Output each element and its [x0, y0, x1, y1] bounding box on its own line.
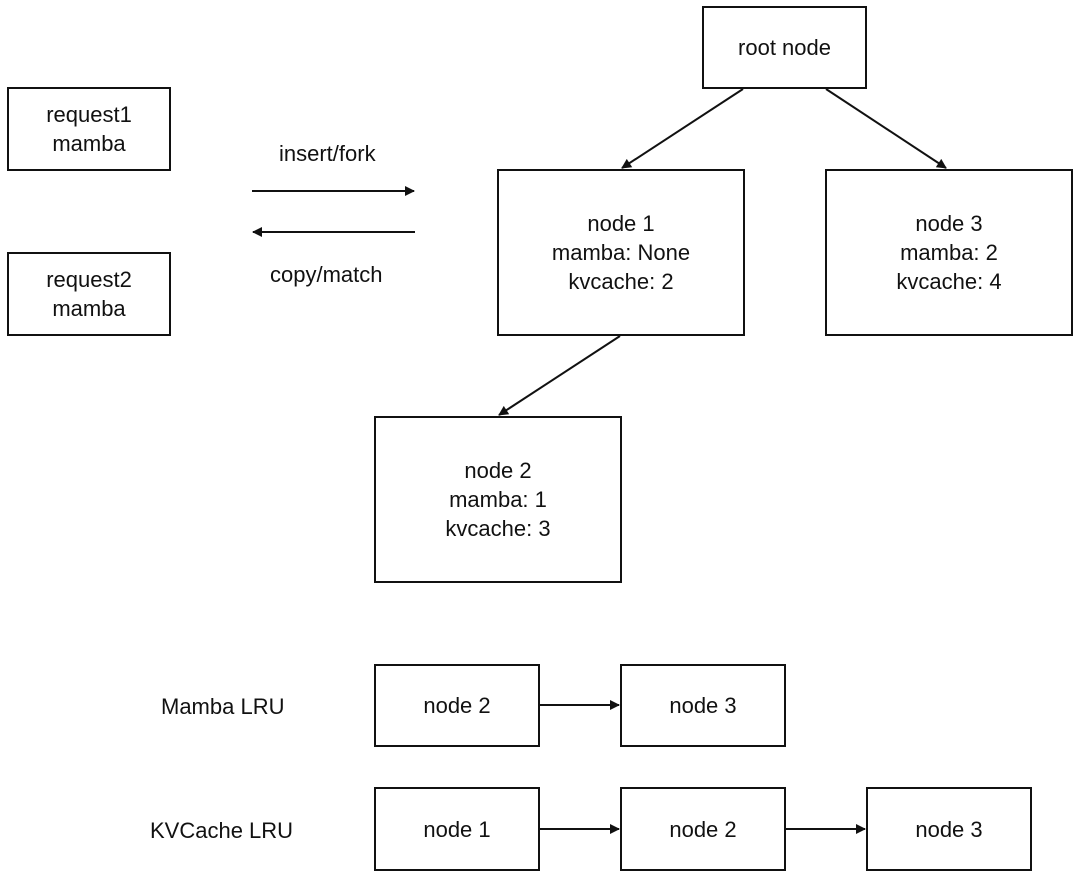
mamba-lru-item-label: node 2	[423, 693, 491, 718]
request2-state: mamba	[52, 296, 126, 321]
root-node: root node	[702, 6, 867, 89]
edge-root-to-node1	[621, 88, 744, 169]
copy-match-label: copy/match	[270, 262, 383, 287]
node2-mamba: mamba: 1	[449, 487, 547, 512]
kvcache-lru-item: node 3	[866, 787, 1032, 871]
request1-name: request1	[46, 102, 132, 127]
request2-box: request2 mamba	[7, 252, 171, 336]
kvcache-lru-item: node 2	[620, 787, 786, 871]
mamba-lru-label: Mamba LRU	[161, 694, 285, 719]
tree-node-3: node 3 mamba: 2 kvcache: 4	[825, 169, 1073, 336]
kvcache-lru-item-label: node 3	[915, 816, 983, 842]
kvcache-lru-item: node 1	[374, 787, 540, 871]
tree-node-2: node 2 mamba: 1 kvcache: 3	[374, 416, 622, 583]
kvcache-lru-item-label: node 1	[423, 816, 491, 842]
node3-title: node 3	[915, 211, 983, 236]
request2-name: request2	[46, 267, 132, 292]
tree-node-1: node 1 mamba: None kvcache: 2	[497, 169, 745, 336]
kvcache-lru-item-label: node 2	[669, 816, 737, 842]
insert-fork-label: insert/fork	[279, 141, 376, 166]
node1-mamba: mamba: None	[551, 240, 691, 265]
node1-kvcache: kvcache: 2	[568, 269, 674, 294]
kvcache-lru-label: KVCache LRU	[150, 818, 294, 843]
mamba-lru-item: node 3	[620, 664, 786, 747]
request1-state: mamba	[52, 131, 126, 156]
node2-title: node 2	[464, 458, 532, 483]
mamba-lru-item-label: node 3	[669, 693, 737, 718]
edge-root-to-node3	[825, 88, 947, 169]
node1-title: node 1	[587, 211, 655, 236]
request1-box: request1 mamba	[7, 87, 171, 171]
edge-node1-to-node2	[498, 335, 621, 416]
node3-mamba: mamba: 2	[900, 240, 998, 265]
node3-kvcache: kvcache: 4	[896, 269, 1002, 294]
root-node-label: root node	[738, 35, 831, 60]
node2-kvcache: kvcache: 3	[445, 516, 551, 541]
mamba-lru-item: node 2	[374, 664, 540, 747]
